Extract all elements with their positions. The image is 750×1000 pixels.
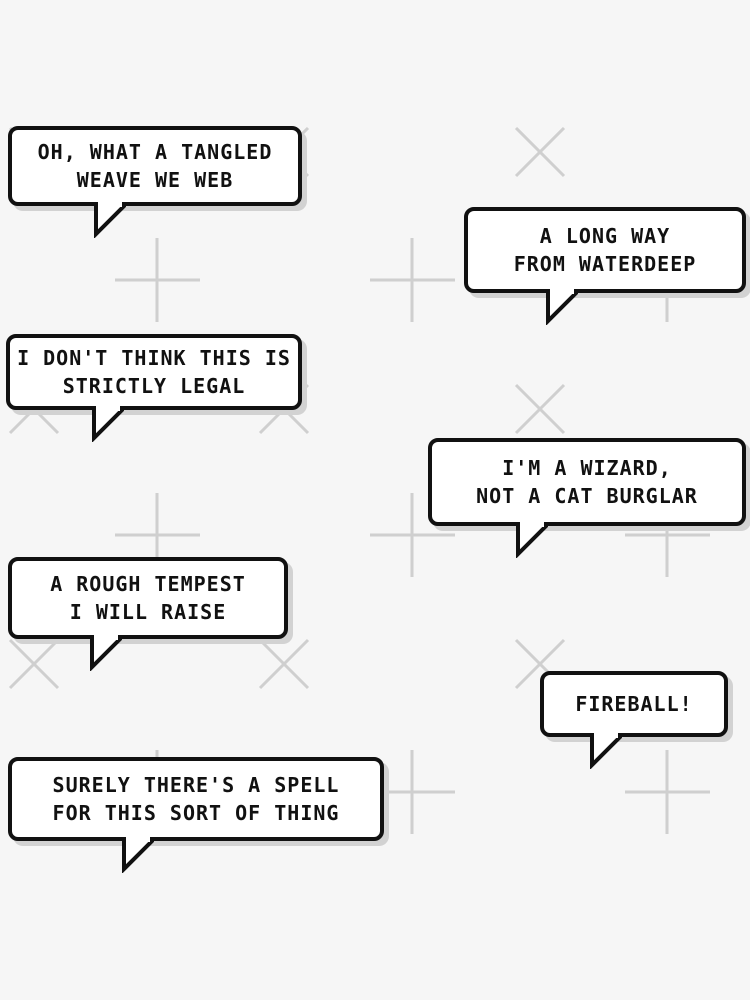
speech-bubble-tail-icon [94, 202, 126, 238]
speech-bubble-tail-icon [590, 733, 622, 769]
watermark-x-icon [514, 383, 566, 435]
bubble-text: SURELY THERE'S A SPELL FOR THIS SORT OF … [52, 773, 340, 825]
watermark-x-icon [258, 638, 310, 690]
bubble-text: I'M A WIZARD, NOT A CAT BURGLAR [476, 456, 698, 508]
watermark-x-icon [8, 638, 60, 690]
watermark-plus-icon [115, 238, 200, 322]
speech-bubble-tail-icon [92, 406, 124, 442]
speech-bubble-strictly-legal: I DON'T THINK THIS IS STRICTLY LEGAL [6, 334, 302, 442]
bubble-text: A ROUGH TEMPEST I WILL RAISE [50, 572, 246, 624]
speech-bubble-tempest: A ROUGH TEMPEST I WILL RAISE [8, 557, 288, 671]
speech-bubble-tail-icon [90, 635, 122, 671]
bubble-text: OH, WHAT A TANGLED WEAVE WE WEB [37, 140, 273, 192]
bubble-text: FIREBALL! [575, 692, 693, 716]
speech-bubble-tail-icon [546, 289, 578, 325]
speech-bubble-tail-icon [516, 522, 548, 558]
watermark-x-icon [514, 126, 566, 178]
speech-bubble-waterdeep: A LONG WAY FROM WATERDEEP [464, 207, 746, 325]
watermark-plus-icon [625, 750, 710, 834]
speech-bubble-tail-icon [122, 837, 154, 873]
bubble-text: A LONG WAY FROM WATERDEEP [513, 224, 697, 276]
speech-bubble-tangled-weave: OH, WHAT A TANGLED WEAVE WE WEB [8, 126, 302, 238]
speech-bubble-wizard: I'M A WIZARD, NOT A CAT BURGLAR [428, 438, 746, 558]
bubble-text: I DON'T THINK THIS IS STRICTLY LEGAL [17, 346, 291, 398]
watermark-plus-icon [370, 238, 455, 322]
speech-bubble-fireball: FIREBALL! [540, 671, 728, 769]
speech-bubble-spell: SURELY THERE'S A SPELL FOR THIS SORT OF … [8, 757, 384, 873]
